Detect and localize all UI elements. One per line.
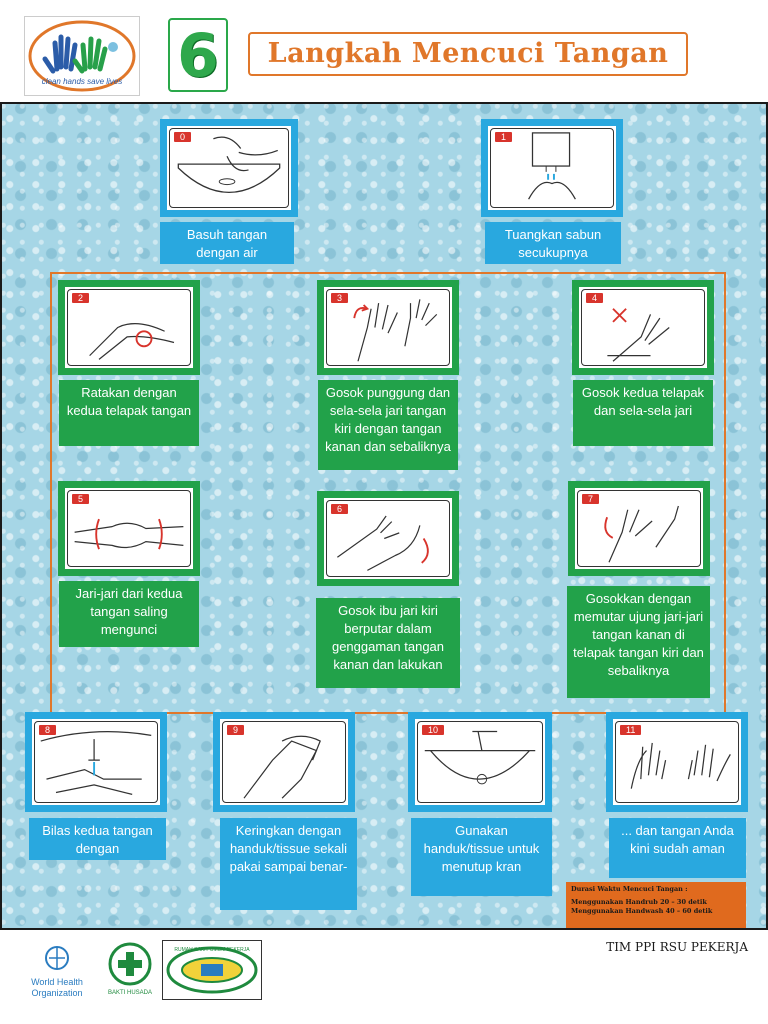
step-7-illustration: 7 [568, 481, 710, 576]
step-7-caption: Gosokkan dengan memutar ujung jari-jari … [567, 586, 710, 698]
step-3-caption: Gosok punggung dan sela-sela jari tangan… [318, 380, 458, 470]
team-credit: TIM PPI RSU PEKERJA [606, 940, 748, 954]
step-7-number: 7 [582, 494, 600, 504]
step-1-number: 1 [495, 132, 513, 142]
step-1-illustration: 1 [481, 119, 623, 217]
page-title: Langkah Mencuci Tangan [248, 32, 688, 76]
step-0-caption: Basuh tangan dengan air [160, 222, 294, 264]
step-5-caption: Jari-jari dari kedua tangan saling mengu… [59, 581, 199, 647]
step-5-number: 5 [72, 494, 90, 504]
step-3-number: 3 [331, 293, 349, 303]
step-11-illustration: 11 [606, 712, 748, 812]
step-2-number: 2 [72, 293, 90, 303]
step-9-illustration: 9 [213, 712, 355, 812]
step-6-number: 6 [331, 504, 349, 514]
step-9-caption: Keringkan dengan handuk/tissue sekali pa… [220, 818, 357, 910]
wash-duration-note: Durasi Waktu Mencuci Tangan : Menggunaka… [566, 882, 746, 928]
svg-text:clean hands save lives: clean hands save lives [42, 77, 123, 86]
clean-hands-logo: clean hands save lives [24, 16, 140, 96]
step-4-illustration: 4 [572, 280, 714, 375]
svg-text:BAKTI HUSADA: BAKTI HUSADA [108, 990, 152, 996]
footer: World Health Organization BAKTI HUSADA R… [0, 928, 768, 1024]
step-0-number: 0 [174, 132, 192, 142]
step-8-caption: Bilas kedua tangan dengan [29, 818, 166, 860]
step-8-number: 8 [39, 725, 57, 735]
step-3-illustration: 3 [317, 280, 459, 375]
svg-text:RUMAH SAKIT UMUM PEKERJA: RUMAH SAKIT UMUM PEKERJA [174, 947, 250, 953]
step-10-caption: Gunakan handuk/tissue untuk menutup kran [411, 818, 552, 896]
rsu-pekerja-logo: RUMAH SAKIT UMUM PEKERJA [162, 940, 262, 1000]
step-1-caption: Tuangkan sabun secukupnya [485, 222, 621, 264]
step-0-illustration: 0 [160, 119, 298, 217]
bakti-husada-logo: BAKTI HUSADA [106, 940, 154, 1000]
step-6-illustration: 6 [317, 491, 459, 586]
step-6-caption: Gosok ibu jari kiri berputar dalam gengg… [316, 598, 460, 688]
step-4-number: 4 [586, 293, 604, 303]
step-2-illustration: 2 [58, 280, 200, 375]
step-5-illustration: 5 [58, 481, 200, 576]
step-11-caption: ... dan tangan Anda kini sudah aman [609, 818, 746, 878]
step-10-illustration: 10 [408, 712, 552, 812]
duration-title: Durasi Waktu Mencuci Tangan : [571, 885, 688, 893]
svg-text:World Health: World Health [31, 977, 83, 987]
step-2-caption: Ratakan dengan kedua telapak tangan [59, 380, 199, 446]
duration-handwash: Menggunakan Handwash 40 – 60 detik [571, 907, 713, 915]
step-11-number: 11 [620, 725, 642, 735]
who-logo: World Health Organization [26, 940, 88, 1000]
svg-text:Organization: Organization [31, 988, 82, 998]
step-9-number: 9 [227, 725, 245, 735]
steps-2-7-frame [50, 272, 726, 714]
step-4-caption: Gosok kedua telapak dan sela-sela jari [573, 380, 713, 446]
step-8-illustration: 8 [25, 712, 167, 812]
header: clean hands save lives 6 Langkah Mencuci… [0, 0, 768, 104]
duration-handrub: Menggunakan Handrub 20 – 30 detik [571, 898, 707, 906]
step-10-number: 10 [422, 725, 445, 735]
steps-count-badge: 6 [168, 18, 228, 92]
